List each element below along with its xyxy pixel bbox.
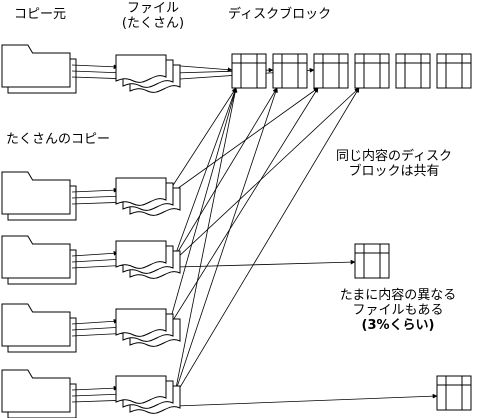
file-stack-4-doc-1 xyxy=(115,308,167,337)
folder-icon-4-back xyxy=(7,317,77,353)
file-stack-2-doc-1 xyxy=(115,177,167,206)
arrow-copy1-to-block1 xyxy=(169,87,237,191)
folder-icon-4 xyxy=(1,303,77,353)
folder-icon-5-back xyxy=(7,383,77,418)
files-label: ファイル (たくさん) xyxy=(112,1,194,32)
arrow-folder1-b xyxy=(71,70,125,76)
arrow-folder4-a xyxy=(71,318,119,325)
arrow-folder2-a xyxy=(71,187,119,193)
folder-icon-2 xyxy=(1,171,77,221)
unique-block-2-box xyxy=(436,375,472,411)
arrow-folder3-b xyxy=(71,256,125,263)
different-files-note-line2: ファイルもある xyxy=(352,302,444,318)
arrow-copy3-to-block3 xyxy=(169,87,319,326)
disk-block-4 xyxy=(354,53,390,89)
copy-source-label: コピー元 xyxy=(14,7,67,22)
arrow-copy2-to-block4 xyxy=(175,87,360,260)
file-stack-3-doc-1 xyxy=(115,240,167,269)
different-files-note-line3: (3%くらい) xyxy=(361,317,435,333)
disk-block-5-box xyxy=(395,53,431,89)
disk-block-4-box xyxy=(354,53,390,89)
many-copies-label: たくさんのコピー xyxy=(6,132,111,147)
arrow-folder4-b xyxy=(71,324,125,331)
arrow-copy1-to-block3 xyxy=(169,87,319,195)
disk-blocks-label: ディスクブロック xyxy=(228,7,332,22)
folder-icon-1-outline xyxy=(1,44,71,88)
folder-icon-4-outline xyxy=(1,303,71,347)
disk-block-3 xyxy=(313,53,349,89)
arrow-folder3-a xyxy=(71,250,119,257)
disk-block-5 xyxy=(395,53,431,89)
file-stack-5 xyxy=(115,375,181,414)
arrow-copy4-to-block1 xyxy=(175,87,238,389)
disk-block-2 xyxy=(272,53,308,89)
folder-icon-5-outline xyxy=(1,369,71,413)
arrow-copy4-to-block4 xyxy=(175,87,360,395)
shape-layer xyxy=(1,44,472,418)
folder-icon-3-back xyxy=(7,249,77,285)
arrow-folder5-a xyxy=(71,385,119,391)
unique-block-2 xyxy=(436,375,472,411)
disk-block-2-box xyxy=(272,53,308,89)
file-stack-2 xyxy=(115,177,181,216)
unique-block-1-box xyxy=(354,243,390,279)
disk-block-6-box xyxy=(436,53,472,89)
folder-icon-3-outline xyxy=(1,235,71,279)
disk-block-1-box xyxy=(231,53,267,89)
folder-icon-1 xyxy=(1,44,77,94)
disk-block-6 xyxy=(436,53,472,89)
file-stack-3 xyxy=(115,240,181,279)
file-stack-4 xyxy=(115,308,181,347)
arrow-folder2-b xyxy=(71,193,125,199)
different-files-note-line1: たまに内容の異なる xyxy=(339,288,457,303)
arrow-layer xyxy=(71,64,438,407)
files-label-line2: (たくさん) xyxy=(121,15,185,31)
file-stack-1 xyxy=(115,54,181,93)
shared-blocks-note-line1: 同じ内容のディスク xyxy=(335,149,453,164)
arrow-copy4-to-block2 xyxy=(175,87,278,391)
arrow-copy3-to-block1 xyxy=(169,87,238,322)
folder-icon-2-outline xyxy=(1,171,71,215)
shared-blocks-note-line2: ブロックは共有 xyxy=(348,163,440,179)
arrow-folder1-a xyxy=(71,64,119,70)
arrow-copy2-to-block2 xyxy=(175,87,278,256)
folder-icon-5 xyxy=(1,369,77,418)
file-stack-1-doc-1 xyxy=(115,54,167,83)
arrow-copy2-to-block1 xyxy=(175,87,237,254)
folder-icon-3 xyxy=(1,235,77,285)
arrow-copy3-to-unique xyxy=(175,259,356,268)
unique-block-1 xyxy=(354,243,390,279)
folder-icon-1-back xyxy=(7,58,77,94)
different-files-note: たまに内容の異なる ファイルもある (3%くらい) xyxy=(318,288,478,334)
file-stack-5-doc-1 xyxy=(115,375,167,404)
arrow-folder5-b xyxy=(71,391,125,397)
files-label-line1: ファイル xyxy=(126,1,179,16)
disk-block-3-box xyxy=(313,53,349,89)
disk-block-1 xyxy=(231,53,267,89)
folder-icon-2-back xyxy=(7,185,77,221)
arrow-copy5-to-unique xyxy=(175,393,438,407)
shared-blocks-note: 同じ内容のディスク ブロックは共有 xyxy=(314,149,474,180)
